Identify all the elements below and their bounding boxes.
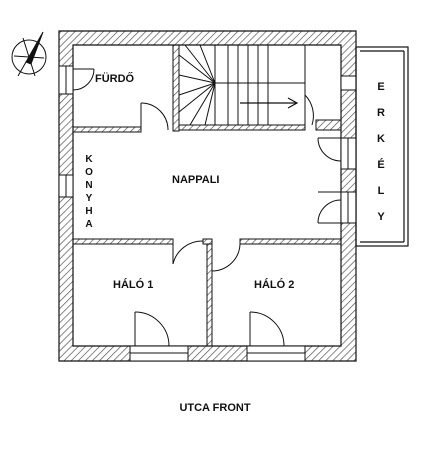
doors — [72, 68, 342, 347]
north-arrow-icon — [11, 31, 47, 77]
balcony-letter: K — [377, 133, 385, 145]
kitchen-letter: H — [85, 206, 92, 217]
balcony-letter: R — [377, 107, 385, 119]
balcony-letter: E — [377, 81, 384, 93]
bathroom-label: FÜRDŐ — [95, 72, 135, 85]
balcony-letter: Y — [377, 211, 385, 223]
arrow-right-icon — [240, 97, 299, 109]
balcony — [355, 46, 409, 247]
bedroom-2-label: HÁLÓ 2 — [254, 278, 294, 291]
street-front-label: UTCA FRONT — [179, 402, 250, 414]
kitchen-label: K O N Y H A — [85, 154, 93, 230]
bedroom-1-label: HÁLÓ 1 — [113, 278, 153, 291]
kitchen-letter: N — [85, 180, 92, 191]
windows — [58, 65, 357, 362]
kitchen-letter: O — [85, 167, 93, 178]
living-room-label: NAPPALI — [172, 174, 219, 186]
staircase — [178, 44, 306, 126]
balcony-letter: É — [377, 158, 384, 171]
interior-walls — [72, 44, 342, 347]
balcony-letter: L — [378, 185, 385, 197]
kitchen-letter: K — [85, 154, 93, 165]
kitchen-letter: A — [85, 219, 92, 230]
balcony-label: E R K É L Y — [377, 81, 385, 223]
kitchen-letter: Y — [86, 193, 93, 204]
